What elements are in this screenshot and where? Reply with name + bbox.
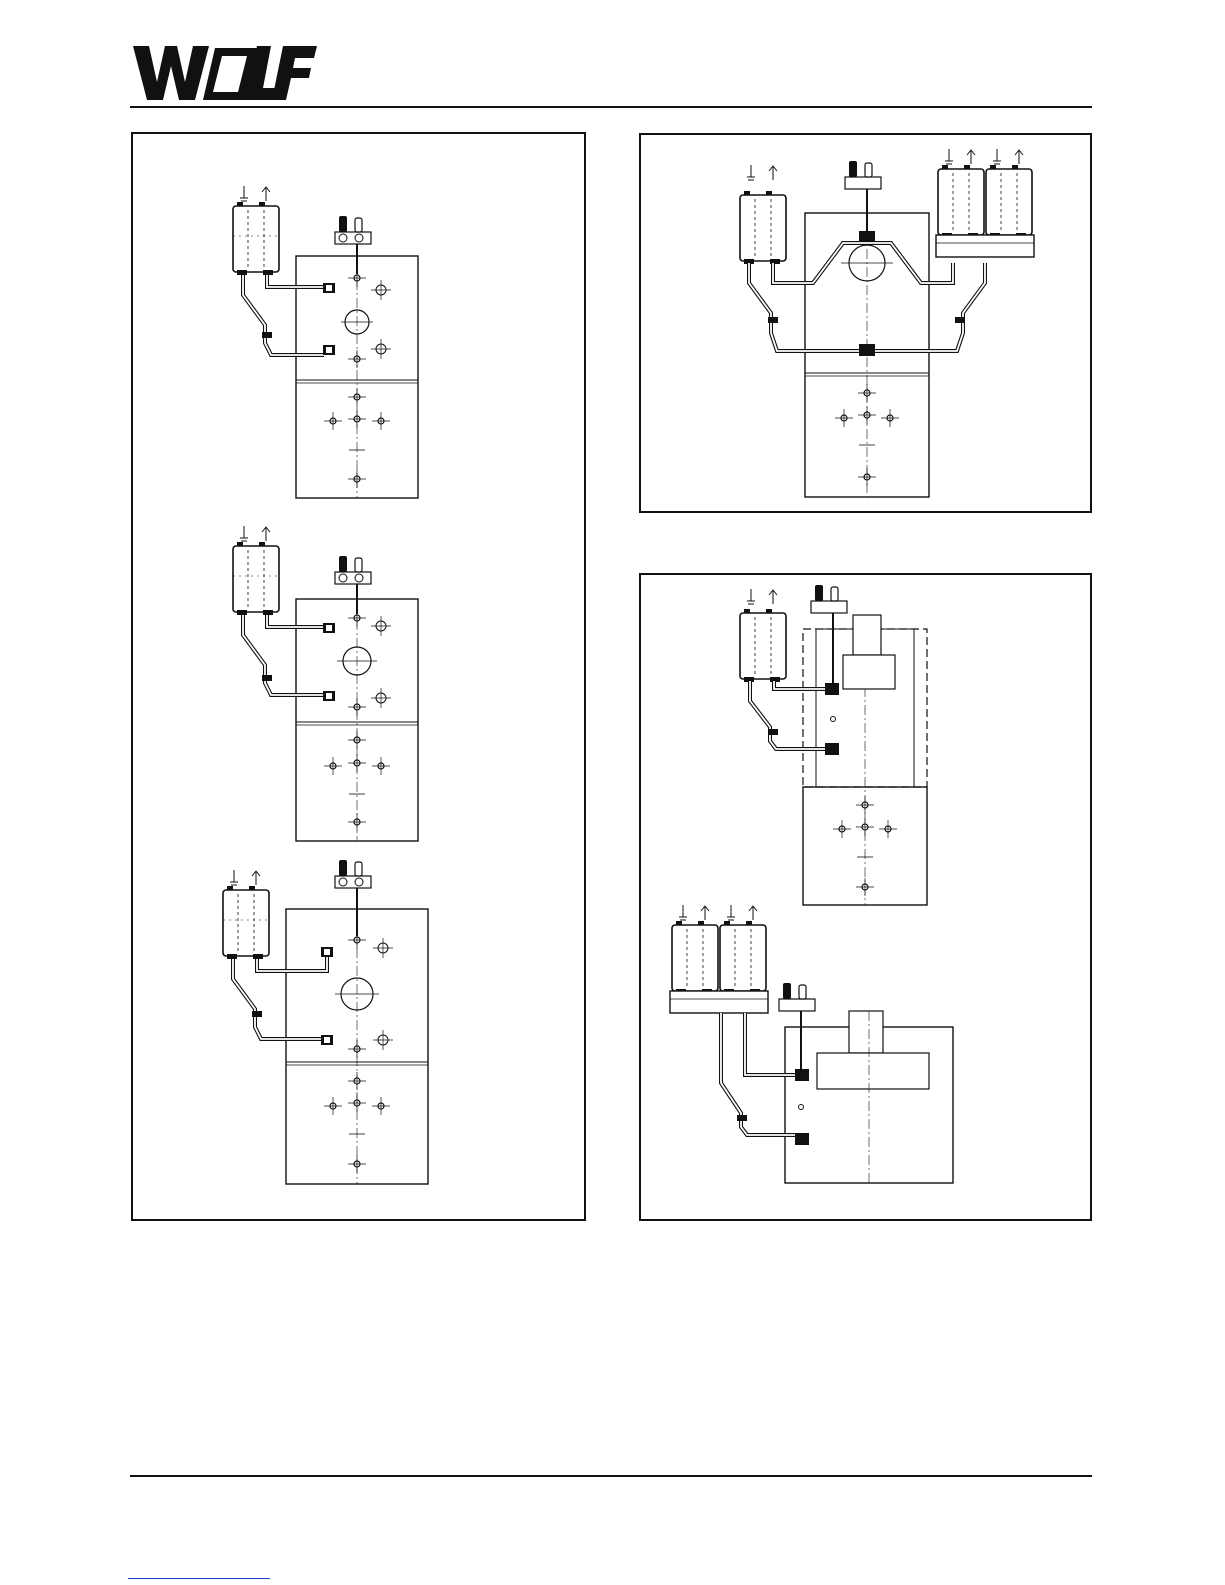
bottom-right-panel-drawing — [641, 575, 1094, 1223]
top-right-panel-drawing — [641, 135, 1094, 515]
installation-diagram-panel-left — [131, 132, 586, 1221]
diagram-boiler-cylinder-3 — [223, 860, 428, 1184]
diagram-boiler-cylinder-1 — [233, 186, 418, 498]
left-panel-drawing — [133, 134, 588, 1223]
installation-diagram-panel-bottom-right — [639, 573, 1092, 1221]
footer-link-underline — [128, 1578, 270, 1579]
diagram-cascade-cylinder — [740, 149, 1034, 497]
diagram-side-cylinder-lower — [670, 905, 953, 1183]
header-rule — [130, 106, 1092, 108]
diagram-boiler-cylinder-2 — [233, 526, 418, 841]
diagram-side-cylinder-upper — [740, 585, 927, 905]
installation-diagram-panel-top-right — [639, 133, 1092, 513]
footer-rule — [130, 1475, 1092, 1477]
wolf-logo — [131, 44, 317, 102]
